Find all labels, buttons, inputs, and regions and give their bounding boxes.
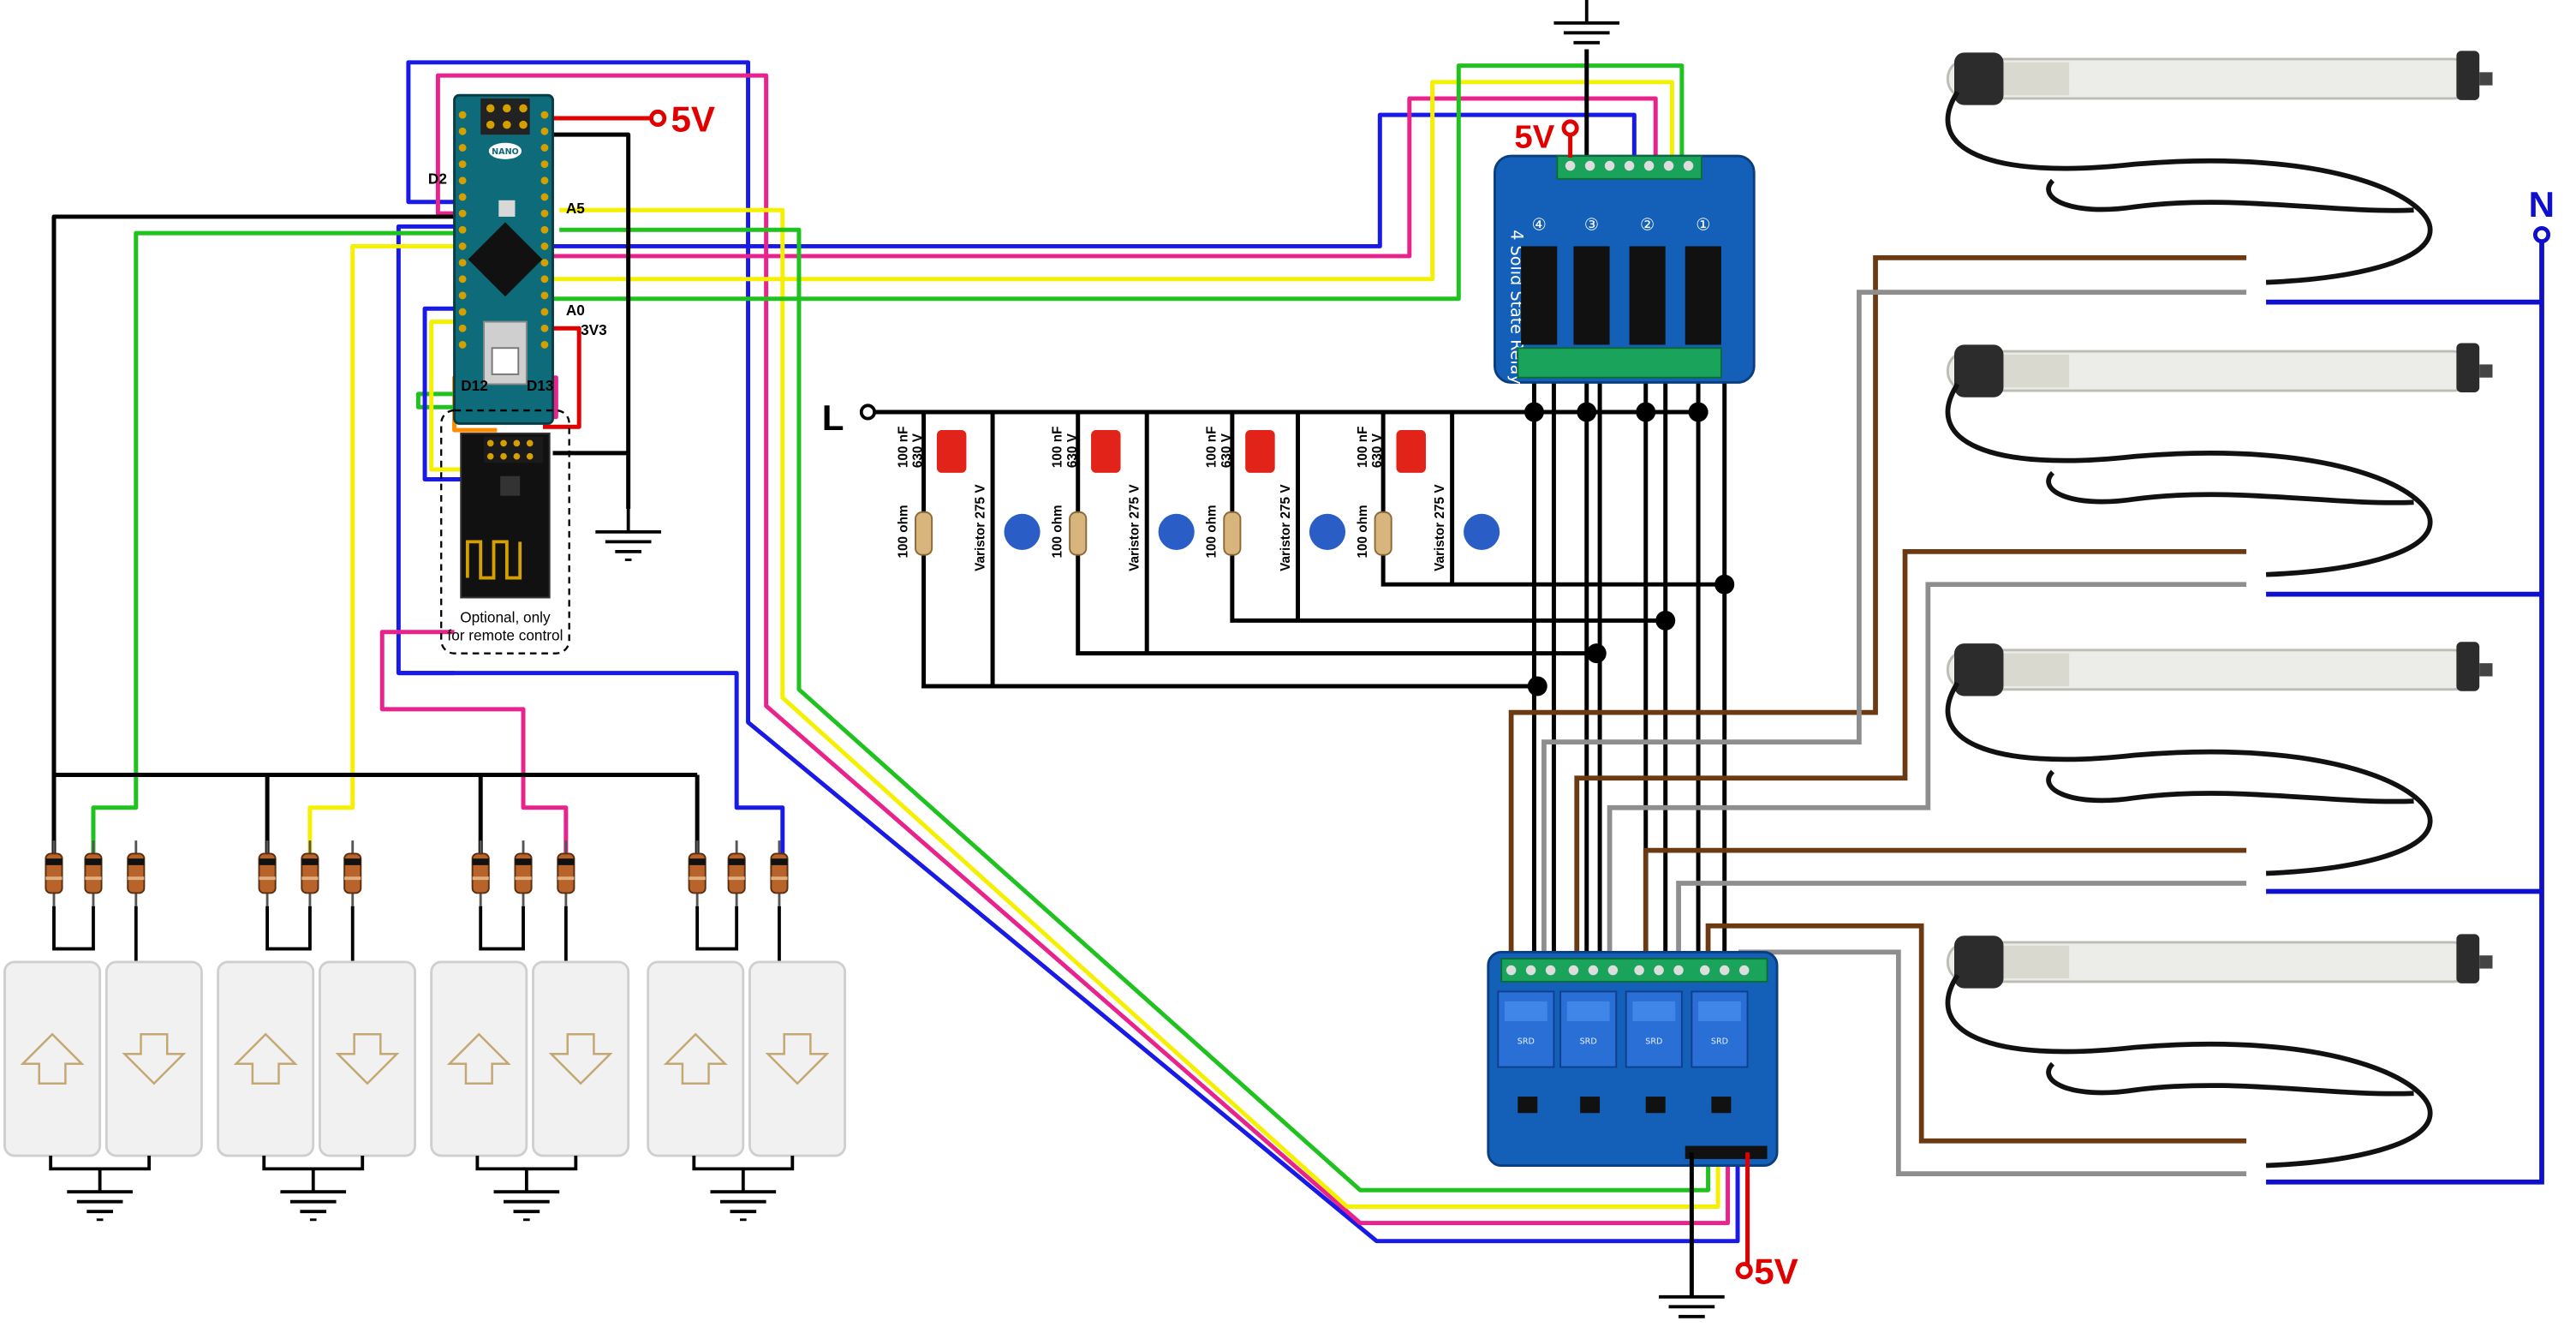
varistor-value-2: Varistor 275 V: [1128, 484, 1142, 571]
live-label: L: [822, 398, 844, 438]
radio-module-optional: Optional, only for remote control: [440, 409, 570, 655]
varistor-value-3: Varistor 275 V: [1279, 484, 1293, 571]
relay-5v-terminal: [1735, 1262, 1753, 1280]
tubular-motor-1: [1945, 49, 2494, 285]
switch-set-4: [647, 839, 847, 1222]
resistor-value-2: 100 ohm: [1051, 505, 1065, 558]
cap-value-4: 100 nF: [1356, 427, 1370, 469]
cap-voltage-4: 630 V: [1370, 433, 1385, 468]
optional-note-line1: Optional, only: [460, 608, 551, 625]
tubular-motor-4: [1945, 932, 2494, 1169]
ssr-channel-4: ④: [1532, 214, 1547, 234]
arduino-ground: [593, 507, 663, 562]
switch-pair-2[interactable]: [217, 960, 416, 1157]
switch-pair-1[interactable]: [3, 960, 203, 1157]
cap-voltage-1: 630 V: [911, 433, 926, 468]
tubular-motor-2: [1945, 342, 2494, 577]
varistor-value-4: Varistor 275 V: [1433, 484, 1447, 571]
neutral-label: N: [2529, 184, 2555, 224]
optional-note-line2: for remote control: [447, 626, 563, 643]
pin-label-a5: A5: [566, 200, 585, 217]
snubber-networks: [921, 411, 1725, 689]
switch-set-3: [430, 839, 630, 1222]
cap-voltage-2: 630 V: [1065, 433, 1080, 468]
arduino-5v-terminal: [649, 109, 667, 128]
resistor-value-1: 100 ohm: [896, 505, 910, 558]
pin-label-d13: D13: [527, 377, 554, 394]
tubular-motor-3: [1945, 640, 2494, 876]
pin-label-a0: A0: [566, 302, 585, 319]
relay-module-4ch: 5V: [1487, 950, 1798, 1318]
ssr-5v-terminal: [1561, 119, 1579, 137]
arduino-logo: NANO: [492, 147, 519, 157]
cap-value-3: 100 nF: [1205, 427, 1219, 469]
neutral-bus: [2266, 241, 2544, 1185]
cap-value-1: 100 nF: [896, 427, 910, 469]
motor-wires: [1508, 254, 2247, 1176]
live-line: L: [822, 398, 1708, 438]
resistor-value-4: 100 ohm: [1356, 505, 1370, 558]
junction-dots: [1524, 402, 1735, 696]
motors: [1945, 49, 2494, 1169]
solid-state-relay-board: 4 Solid State Relay ④ ③ ② ① 5V: [1494, 0, 1756, 385]
wires-power-black: [1531, 374, 1727, 969]
arduino-5v-label: 5V: [671, 99, 715, 139]
cap-value-2: 100 nF: [1051, 427, 1065, 469]
ssr-5v-label: 5V: [1514, 118, 1554, 155]
relay-5v-label: 5V: [1754, 1252, 1798, 1292]
switch-set-1: [3, 839, 203, 1222]
switch-pair-3[interactable]: [430, 960, 630, 1157]
neutral-terminal: [2532, 225, 2551, 244]
pin-label-3v3: 3V3: [581, 321, 607, 338]
pin-label-d12: D12: [461, 377, 488, 394]
live-terminal: [859, 403, 877, 421]
pin-label-d2: D2: [428, 170, 447, 188]
ssr-channel-3: ③: [1584, 214, 1599, 234]
ssr-channel-2: ②: [1640, 214, 1655, 234]
switch-group: [3, 839, 847, 1222]
switch-set-2: [217, 839, 416, 1222]
varistor-value-1: Varistor 275 V: [973, 484, 987, 571]
switch-pair-4[interactable]: [647, 960, 847, 1157]
ssr-channel-1: ①: [1696, 214, 1710, 234]
cap-voltage-3: 630 V: [1219, 433, 1234, 468]
snubber-components: 100 nF 630 V 100 nF 630 V 100 nF 630 V 1…: [896, 427, 1500, 571]
arduino-nano: NANO D2 A5 A0 3V3 D12 D13 5V: [428, 93, 715, 562]
resistor-value-3: 100 ohm: [1205, 505, 1219, 558]
